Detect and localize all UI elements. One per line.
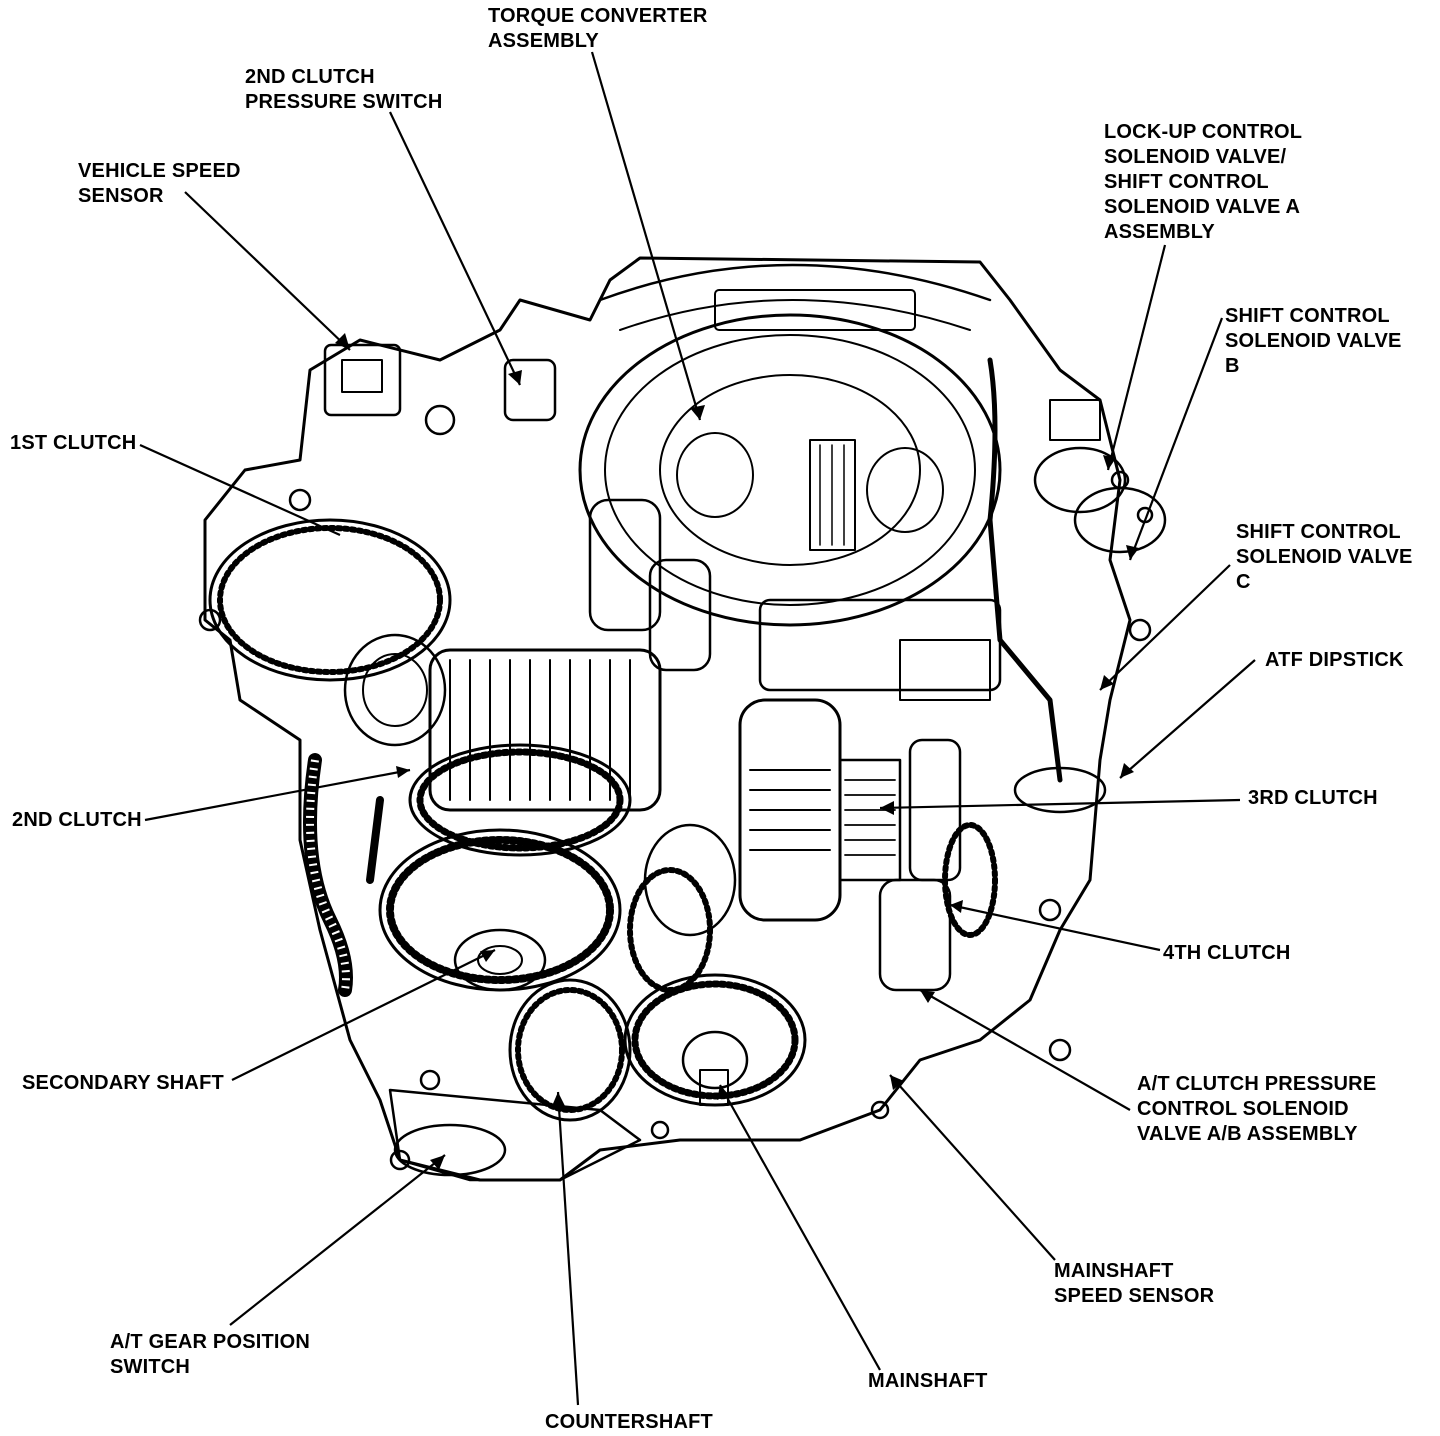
- transmission-illustration: [198, 256, 1167, 1182]
- leader-2nd-clutch: [144, 768, 411, 822]
- leader-mainshaft: [719, 1084, 881, 1371]
- label-shift-b: SHIFT CONTROL SOLENOID VALVE B: [1225, 305, 1407, 377]
- leader-vehicle-speed-sensor: [184, 191, 351, 351]
- leader-4th-clutch: [949, 903, 1161, 952]
- label-countershaft: COUNTERSHAFT: [545, 1411, 713, 1433]
- label-atf-dipstick: ATF DIPSTICK: [1265, 649, 1404, 671]
- leader-3rd-clutch: [879, 798, 1241, 810]
- label-gear-position-switch: A/T GEAR POSITION SWITCH: [110, 1331, 316, 1378]
- leader-lockup-shift-a: [1106, 244, 1167, 471]
- label-2nd-clutch: 2ND CLUTCH: [12, 809, 142, 831]
- leader-1st-clutch: [139, 443, 341, 537]
- label-3rd-clutch: 3RD CLUTCH: [1248, 787, 1378, 809]
- leader-countershaft: [556, 1091, 580, 1406]
- label-shift-c: SHIFT CONTROL SOLENOID VALVE C: [1236, 521, 1418, 593]
- leader-secondary-shaft: [231, 949, 496, 1081]
- label-1st-clutch: 1ST CLUTCH: [10, 432, 136, 454]
- label-secondary-shaft: SECONDARY SHAFT: [22, 1072, 224, 1094]
- leader-torque-converter: [590, 51, 702, 421]
- label-mainshaft: MAINSHAFT: [868, 1370, 988, 1392]
- leader-gear-position-switch: [229, 1154, 446, 1326]
- callout-labels: TORQUE CONVERTER ASSEMBLY 2ND CLUTCH PRE…: [10, 5, 1418, 1433]
- leader-lines: [139, 51, 1256, 1406]
- label-torque-converter: TORQUE CONVERTER ASSEMBLY: [488, 5, 713, 52]
- leader-shift-c: [1099, 564, 1231, 691]
- leader-shift-b: [1128, 317, 1224, 561]
- leader-clutch-pressure-ab: [919, 989, 1131, 1111]
- label-2nd-clutch-pressure-switch: 2ND CLUTCH PRESSURE SWITCH: [245, 66, 442, 113]
- label-clutch-pressure-ab: A/T CLUTCH PRESSURE CONTROL SOLENOID VAL…: [1137, 1073, 1382, 1145]
- leader-atf-dipstick: [1119, 659, 1256, 779]
- leader-2nd-clutch-pressure-switch: [389, 111, 521, 386]
- label-mainshaft-speed-sensor: MAINSHAFT SPEED SENSOR: [1054, 1260, 1215, 1307]
- label-vehicle-speed-sensor: VEHICLE SPEED SENSOR: [78, 160, 246, 207]
- label-lockup-shift-a: LOCK-UP CONTROL SOLENOID VALVE/ SHIFT CO…: [1104, 121, 1308, 243]
- label-4th-clutch: 4TH CLUTCH: [1163, 942, 1291, 964]
- leader-mainshaft-speed-sensor: [889, 1074, 1056, 1261]
